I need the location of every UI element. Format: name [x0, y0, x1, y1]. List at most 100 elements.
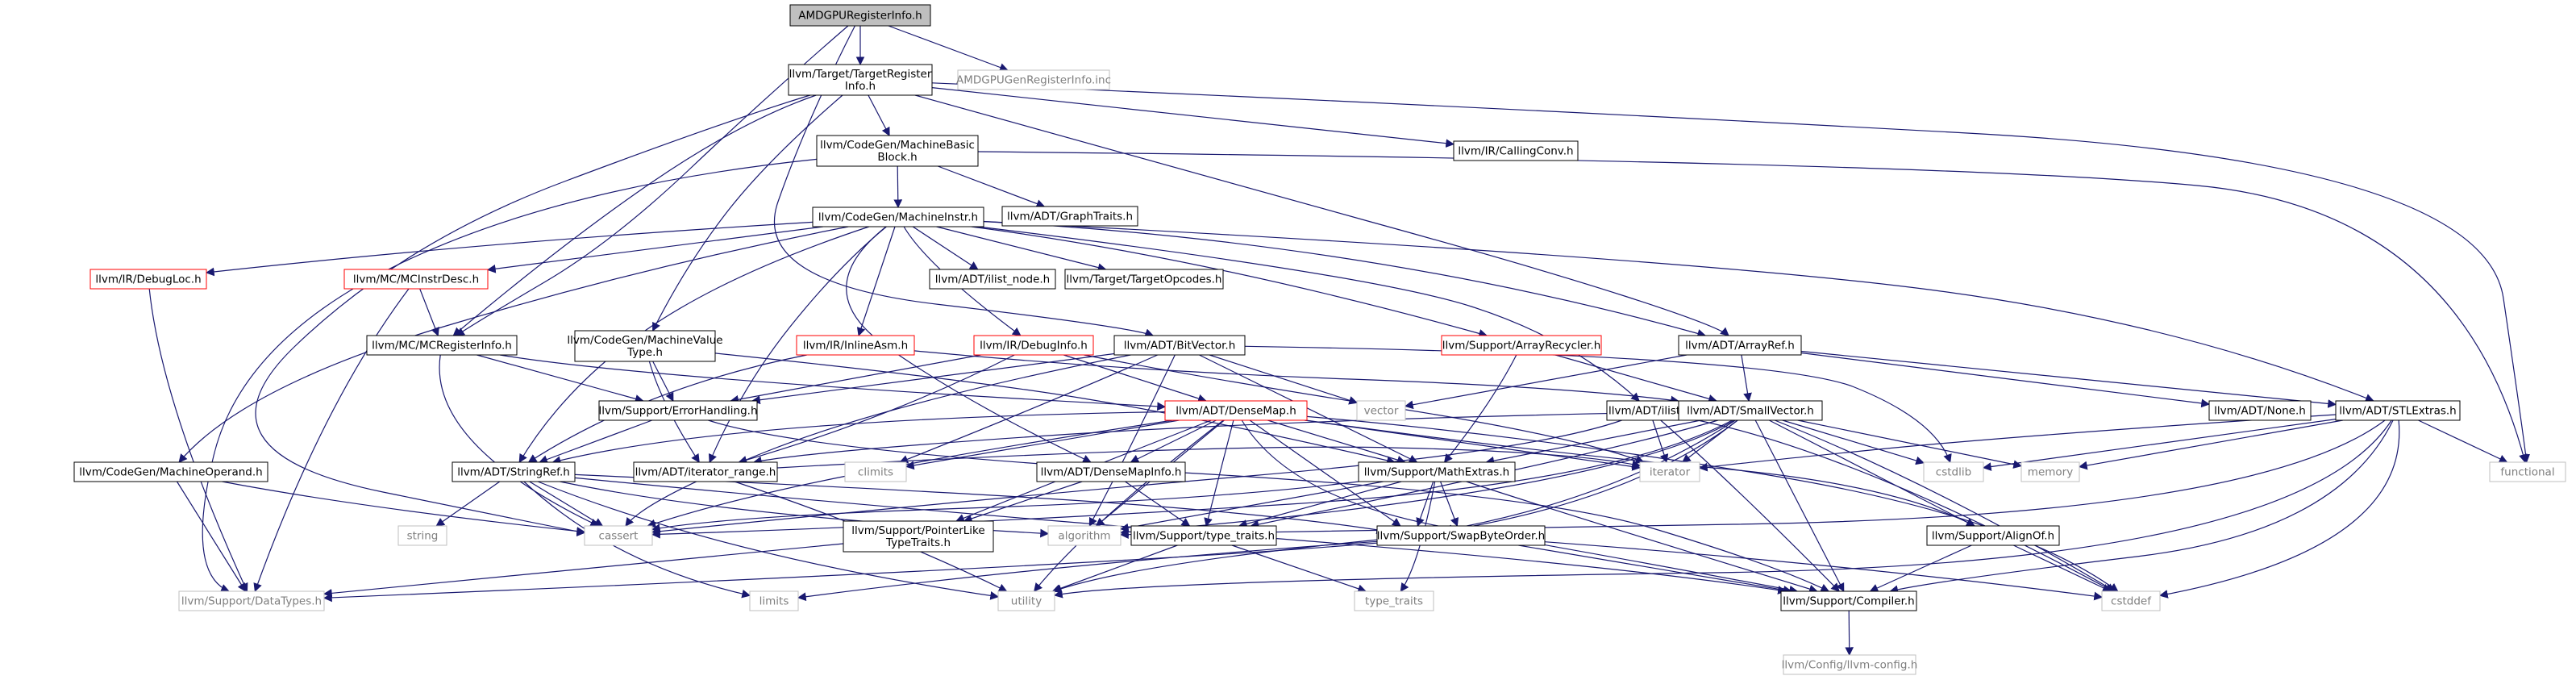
node-box [973, 335, 1094, 356]
node-me[interactable]: llvm/Support/MathExtras.h [1358, 461, 1516, 482]
node-label: Type.h [626, 346, 663, 359]
node-mi[interactable]: llvm/CodeGen/MachineInstr.h [812, 207, 984, 227]
node-label: llvm/IR/DebugInfo.h [980, 340, 1088, 353]
edge-mcid-to-mcri [419, 288, 439, 337]
node-box [1780, 590, 1917, 611]
edge-bv-to-cstdlib [1244, 345, 1952, 464]
node-label: llvm/ADT/StringRef.h [457, 466, 570, 479]
node-dt: llvm/Support/DataTypes.h [178, 590, 325, 611]
node-ia[interactable]: llvm/IR/InlineAsm.h [796, 335, 915, 356]
edge-sr-to-utility [537, 481, 1000, 600]
node-iln[interactable]: llvm/ADT/ilist_node.h [929, 269, 1056, 290]
edge-il-to-comp [1660, 419, 1840, 592]
node-string: string [397, 525, 447, 546]
node-ste[interactable]: llvm/ADT/STLExtras.h [2335, 400, 2461, 421]
edge-ste-to-cstdlib [1982, 419, 2337, 471]
edge-mcri-to-eh [476, 354, 644, 403]
edge-sbo-to-limits [797, 540, 1378, 602]
node-ar[interactable]: llvm/Support/ArrayRecycler.h [1441, 335, 1602, 356]
node-sv[interactable]: llvm/ADT/SmallVector.h [1678, 400, 1823, 421]
edge-dm-to-cstddef [1306, 415, 2119, 592]
node-label: llvm/Support/ArrayRecycler.h [1442, 340, 1601, 353]
node-none[interactable]: llvm/ADT/None.h [2208, 400, 2312, 421]
edge-il-to-cassert [651, 419, 1622, 536]
node-label: Block.h [877, 151, 917, 164]
node-eh[interactable]: llvm/Support/ErrorHandling.h [598, 400, 758, 421]
node-label: llvm/IR/DebugLoc.h [95, 273, 201, 286]
node-di[interactable]: llvm/IR/DebugInfo.h [973, 335, 1094, 356]
node-tt[interactable]: llvm/Support/type_traits.h [1130, 525, 1277, 546]
node-box [633, 461, 778, 482]
node-label: Info.h [845, 80, 876, 93]
node-box [73, 461, 268, 482]
node-box [574, 330, 716, 362]
edge-mi-to-iln [912, 226, 979, 270]
node-cstddef: cstddef [2101, 590, 2161, 611]
edge-tri-to-mvt [652, 94, 843, 332]
edge-sv-to-memory [1797, 419, 2023, 469]
node-label: llvm/Support/type_traits.h [1133, 530, 1275, 543]
node-functional: functional [2489, 461, 2566, 482]
edge-dm-to-cstring [1249, 419, 1401, 527]
edge-sv-to-cstring [1442, 419, 1736, 534]
node-box [1639, 461, 1700, 482]
edge-ao-to-comp [1869, 544, 1972, 592]
edge-sr-to-string [435, 481, 501, 527]
node-box [1923, 461, 1984, 482]
node-box [2101, 590, 2161, 611]
node-box [957, 69, 1110, 90]
node-comp[interactable]: llvm/Support/Compiler.h [1780, 590, 1917, 611]
edge-ste-to-comp [1889, 419, 2394, 594]
node-dmi[interactable]: llvm/ADT/DenseMapInfo.h [1036, 461, 1186, 482]
edge-ste-to-utility [1053, 419, 2392, 599]
node-dm[interactable]: llvm/ADT/DenseMap.h [1164, 400, 1308, 421]
edge-sv-to-algorithm [1119, 419, 1735, 536]
node-label: AMDGPURegisterInfo.h [798, 10, 922, 23]
edge-tri-to-aref [914, 94, 1729, 336]
edge-ste-to-functional [2418, 419, 2508, 463]
edge-root-to-gen [888, 25, 1009, 72]
node-root[interactable]: AMDGPURegisterInfo.h [789, 4, 931, 27]
node-label: functional [2500, 466, 2554, 479]
node-label: TypeTraits.h [885, 536, 951, 549]
node-label: llvm/IR/CallingConv.h [1458, 145, 1573, 158]
node-label: iterator [1650, 466, 1691, 479]
node-box [1130, 525, 1277, 546]
dependency-edges [148, 25, 2530, 657]
node-bv[interactable]: llvm/ADT/BitVector.h [1113, 335, 1246, 356]
node-vector: vector [1356, 400, 1406, 421]
node-to[interactable]: llvm/Target/TargetOpcodes.h [1064, 269, 1224, 290]
node-mo[interactable]: llvm/CodeGen/MachineOperand.h [73, 461, 268, 482]
node-aref[interactable]: llvm/ADT/ArrayRef.h [1678, 335, 1802, 356]
node-label: llvm/ADT/GraphTraits.h [1007, 211, 1133, 223]
edge-plt-to-dt [323, 543, 844, 598]
edge-ste-to-cstddef [2158, 419, 2400, 599]
edge-bv-to-cassert [625, 354, 1131, 527]
node-ao[interactable]: llvm/Support/AlignOf.h [1926, 525, 2060, 546]
node-gt[interactable]: llvm/ADT/GraphTraits.h [1001, 206, 1138, 227]
node-sr[interactable]: llvm/ADT/StringRef.h [452, 461, 576, 482]
node-il[interactable]: llvm/ADT/ilist.h [1606, 400, 1693, 421]
edge-aref-to-vector [1404, 354, 1688, 410]
node-box [2020, 461, 2080, 482]
node-label: cassert [599, 530, 639, 543]
node-cc[interactable]: llvm/IR/CallingConv.h [1453, 140, 1579, 161]
node-mcri[interactable]: llvm/MC/MCRegisterInfo.h [366, 335, 518, 356]
edge-sbo-to-cstddef [1544, 541, 2104, 601]
node-label: llvm/Target/TargetRegister [789, 68, 932, 81]
node-label: algorithm [1058, 530, 1110, 543]
node-dl[interactable]: llvm/IR/DebugLoc.h [89, 269, 207, 290]
edge-sr-to-limits [523, 481, 751, 599]
node-label: llvm/CodeGen/MachineInstr.h [818, 211, 978, 224]
edge-root-to-bv [773, 25, 1155, 337]
node-sbo[interactable]: llvm/Support/SwapByteOrder.h [1376, 525, 1546, 546]
node-ir[interactable]: llvm/ADT/iterator_range.h [633, 461, 778, 482]
edge-ar-to-me [1443, 354, 1517, 463]
node-mcid[interactable]: llvm/MC/MCInstrDesc.h [343, 269, 489, 290]
edge-tt-to-type_traits [1231, 544, 1367, 593]
